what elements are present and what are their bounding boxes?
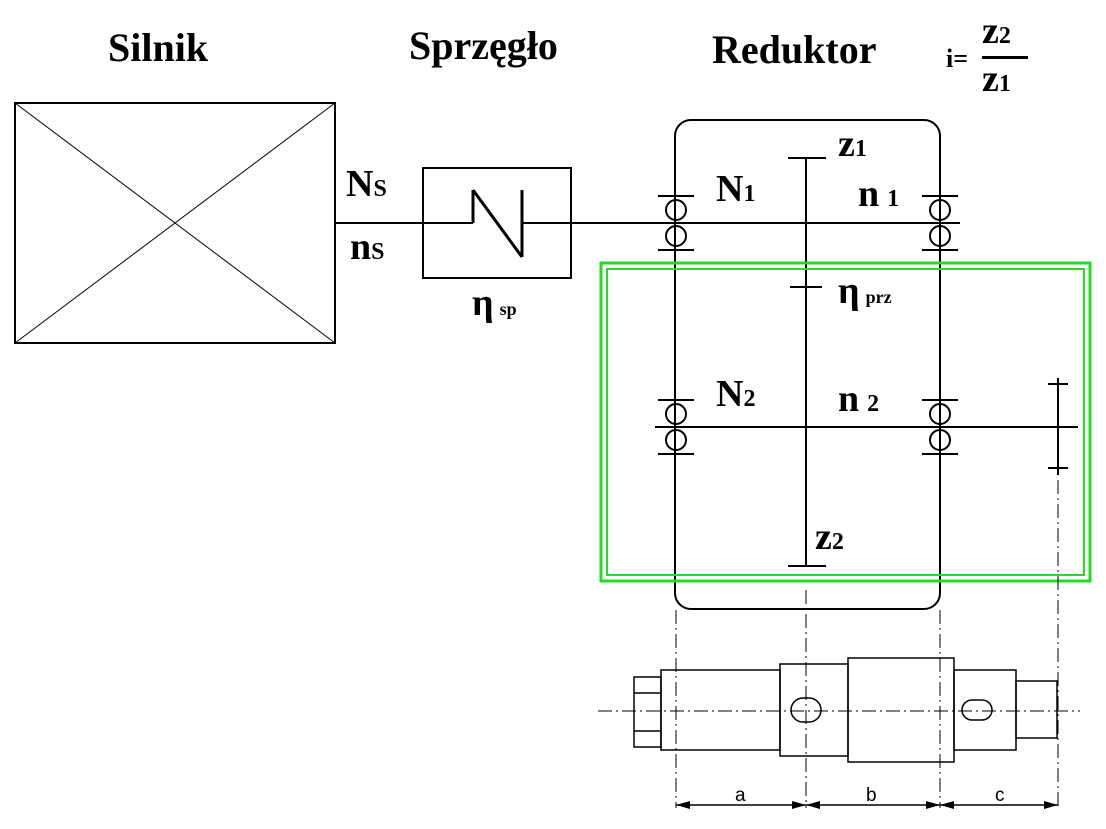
motor-power-label: NS — [346, 163, 387, 205]
bearing-shaft2-left — [658, 399, 694, 455]
coupling-box — [422, 167, 572, 279]
bearing-shaft1-right — [922, 195, 958, 251]
ratio-formula: i= z2 z1 — [946, 10, 1036, 100]
shaft-drawing — [633, 657, 1058, 763]
bearing-shaft2-right — [922, 399, 958, 455]
gear-z2-label: z2 — [815, 516, 844, 558]
heading-coupling: Sprzęgło — [409, 23, 558, 68]
ratio-numerator: z2 — [982, 10, 1011, 52]
shaft1-power-label: N1 — [716, 168, 756, 210]
shaft2-power-label: N2 — [716, 373, 756, 415]
dimension-c-label: c — [995, 785, 1005, 806]
highlight-frame — [599, 261, 1092, 583]
motor-box — [14, 102, 336, 344]
ratio-fraction-bar — [982, 56, 1028, 59]
output-wheel — [1048, 378, 1068, 475]
projection-lines — [598, 480, 1080, 808]
reducer-housing — [674, 119, 941, 610]
ratio-prefix: i= — [946, 44, 969, 73]
bearing-shaft1-left — [658, 195, 694, 251]
dimension-b-label: b — [866, 785, 877, 806]
motor-speed-label: nS — [350, 226, 385, 268]
dimension-a-label: a — [735, 785, 746, 806]
gear-z1-label: z1 — [838, 123, 867, 165]
heading-reducer: Reduktor — [712, 27, 877, 72]
heading-motor: Silnik — [108, 25, 209, 70]
ratio-denominator: z1 — [982, 58, 1011, 100]
